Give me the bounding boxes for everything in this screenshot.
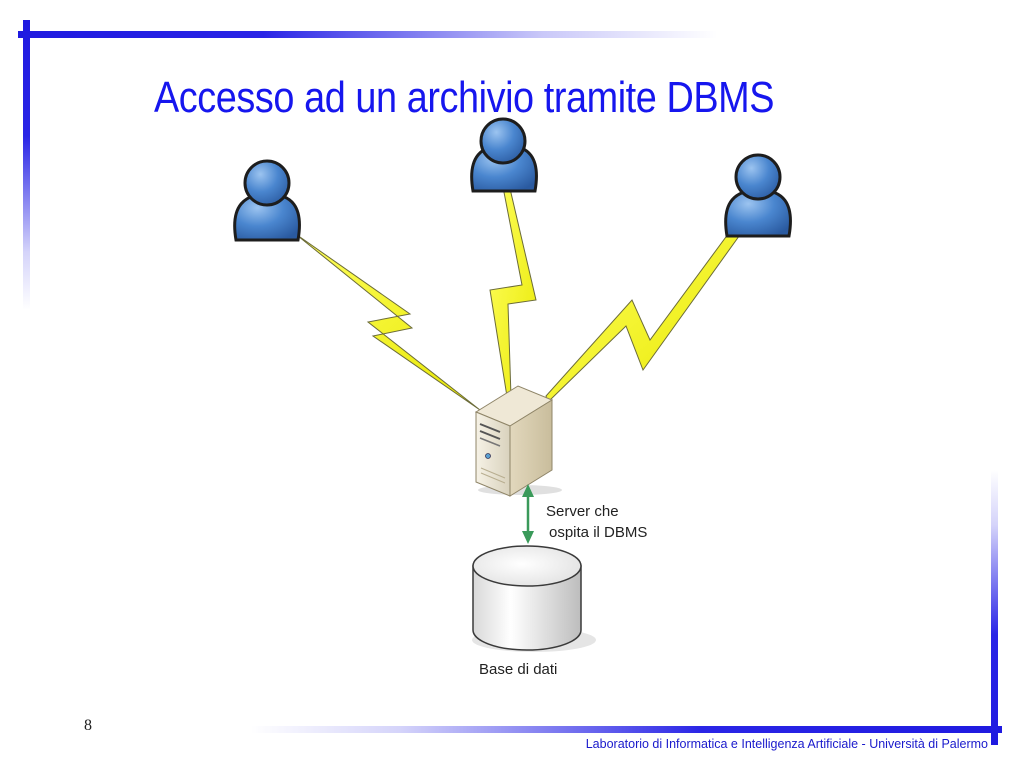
lightning-center-icon bbox=[489, 179, 537, 429]
lightning-right-icon bbox=[545, 225, 743, 403]
page-number: 8 bbox=[84, 717, 92, 734]
frame-bottom-bar bbox=[250, 726, 1002, 733]
double-arrow-icon bbox=[522, 484, 534, 544]
server-label-line1: Server che bbox=[546, 503, 619, 520]
frame-right-bar bbox=[991, 470, 998, 745]
slide-footer: Laboratorio di Informatica e Intelligenz… bbox=[585, 737, 988, 751]
server-icon bbox=[474, 385, 562, 497]
server-label: Server che ospita il DBMS bbox=[546, 501, 706, 543]
lightning-left-icon bbox=[289, 229, 481, 411]
server-label-line2: ospita il DBMS bbox=[549, 524, 648, 541]
user-left-icon bbox=[233, 159, 301, 242]
database-label: Base di dati bbox=[479, 661, 558, 678]
database-icon bbox=[472, 545, 596, 652]
user-right-icon bbox=[724, 153, 792, 238]
frame-top-bar bbox=[18, 31, 718, 38]
slide-title: Accesso ad un archivio tramite DBMS bbox=[154, 73, 775, 122]
user-center-icon bbox=[470, 117, 538, 193]
frame-left-bar bbox=[23, 20, 30, 310]
